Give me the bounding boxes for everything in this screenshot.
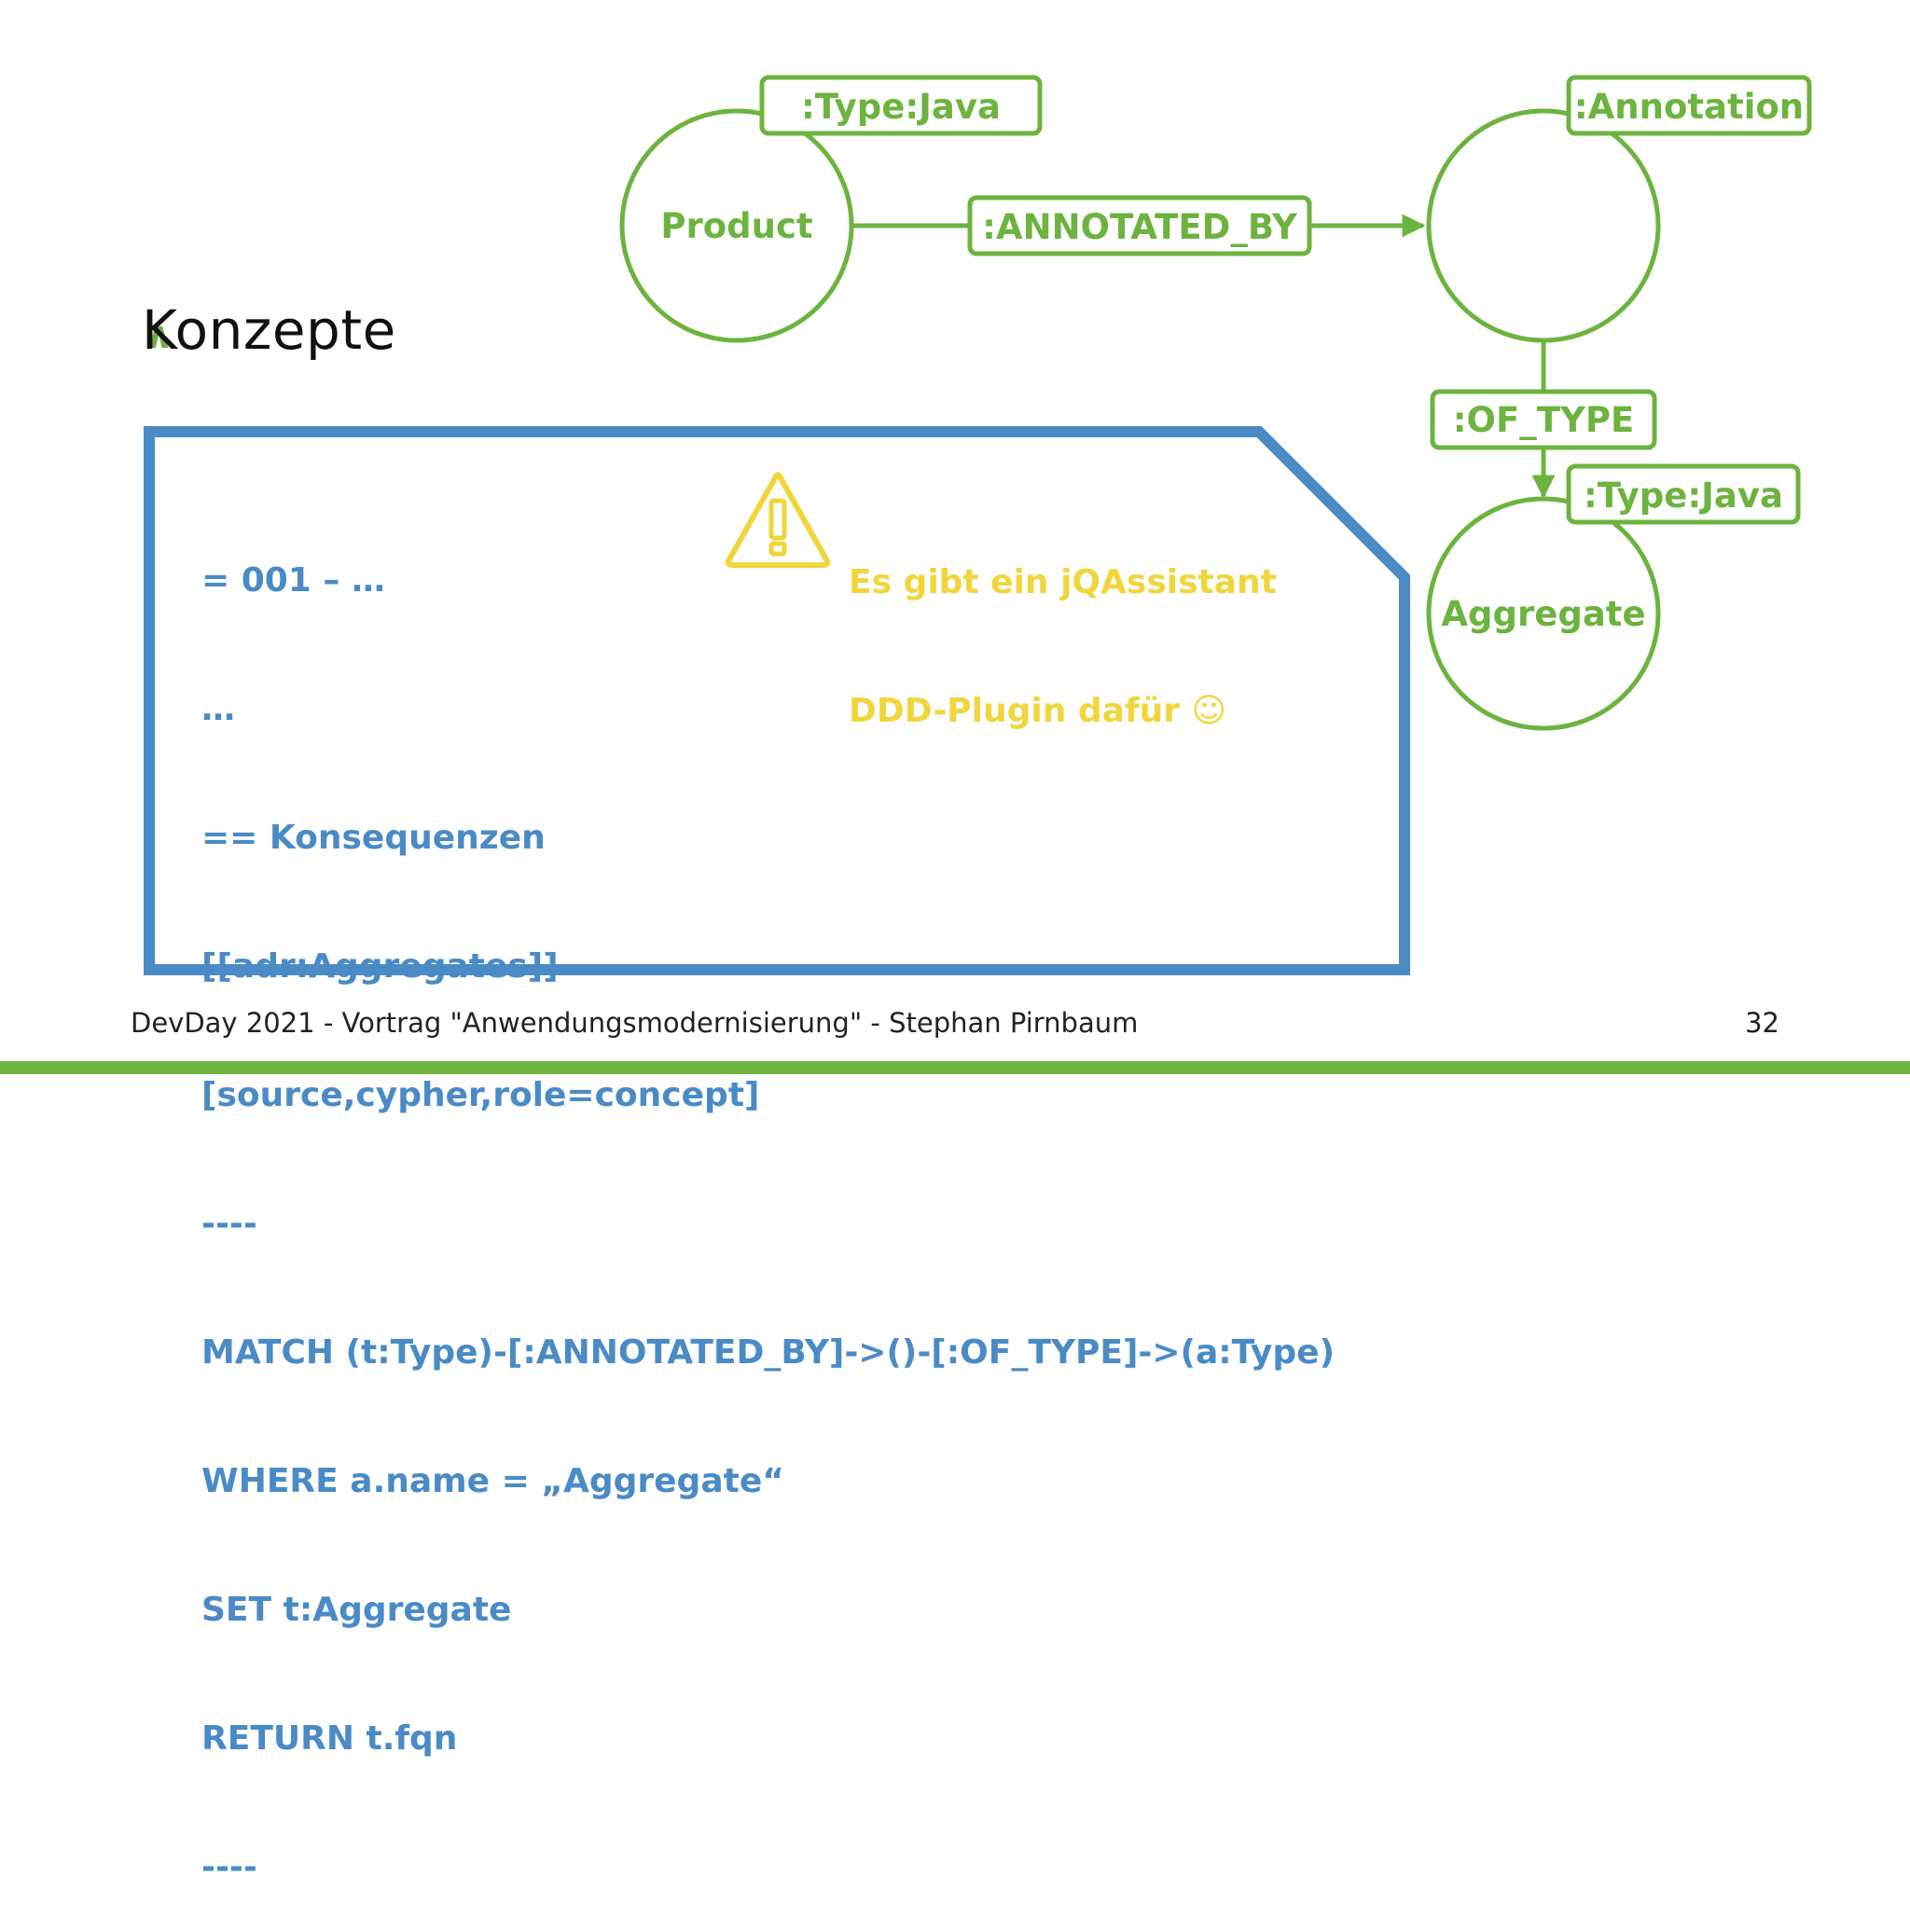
footer-text: DevDay 2021 - Vortrag "Anwendungsmoderni… [131,1007,1139,1039]
node-annotation [1426,108,1661,343]
node-product-label: Product [660,206,812,246]
code-line: [[adr:Aggregates]] [201,947,559,986]
label-box-aggregate-type [1566,463,1801,525]
bottom-accent-bar [0,1061,1910,1074]
code-line: ---- [201,1205,257,1243]
node-aggregate [1426,496,1661,731]
warning-line: DDD-Plugin dafür ☺ [849,692,1227,730]
code-line: RETURN t.fqn [201,1719,458,1758]
warning-line: Es gibt ein jQAssistant [849,563,1277,601]
label-box-of-type [1430,389,1657,450]
code-line: WHERE a.name = „Aggregate“ [201,1462,784,1500]
code-line: = 001 – … [201,561,385,600]
label-of-type: :OF_TYPE [1453,400,1634,440]
code-line: … [201,690,235,728]
code-line: MATCH (t:Type)-[:ANNOTATED_BY]->()-[:OF_… [201,1333,1336,1372]
node-product [619,108,854,343]
code-line: SET t:Aggregate [201,1591,512,1629]
label-box-annotated-by [967,195,1312,256]
chevron-up-icon: ∧ [144,314,174,357]
label-box-product-type [759,75,1043,136]
label-product-type: :Type:Java [801,87,1001,127]
label-aggregate-type: :Type:Java [1584,476,1783,516]
graph-diagram: Product Aggregate :Type:Java :Annotation… [0,75,1910,1074]
warning-icon [725,472,831,568]
label-annotated-by: :ANNOTATED_BY [982,207,1298,247]
slide-title: Konzepte [142,298,396,362]
label-box-annotation [1566,75,1812,136]
page-number: 32 [1745,1007,1779,1039]
code-line: ---- [201,1848,257,1886]
code-line: == Konsequenzen [201,819,546,857]
node-aggregate-label: Aggregate [1441,594,1645,634]
code-line: [source,cypher,role=concept] [201,1076,760,1114]
label-annotation: :Annotation [1574,87,1804,127]
warning-note: Es gibt ein jQAssistant DDD-Plugin dafür… [849,476,1277,776]
code-frame [144,426,1410,975]
